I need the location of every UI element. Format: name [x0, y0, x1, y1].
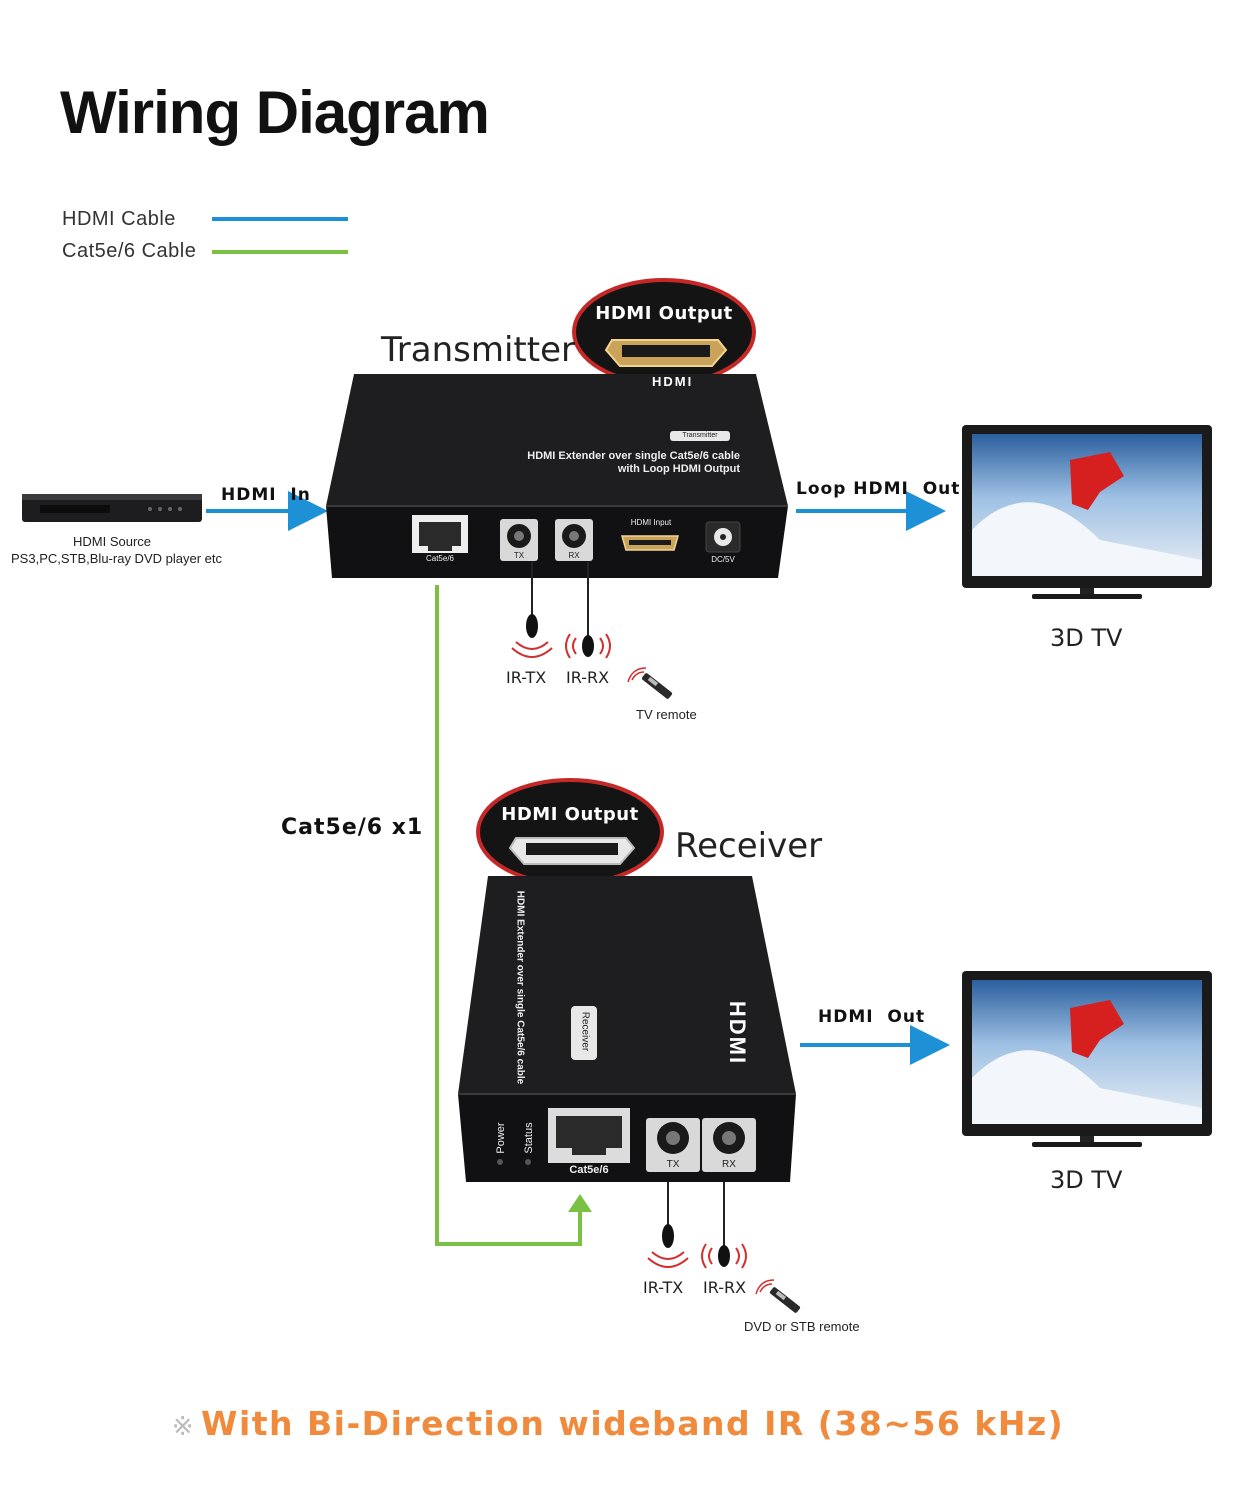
- receiver-port-power: Power: [495, 1122, 507, 1154]
- page-title: Wiring Diagram: [60, 79, 490, 146]
- cat-cable-line: [435, 585, 582, 1246]
- receiver-port-cat: Cat5e/6: [569, 1164, 609, 1176]
- receiver-badge: Receiver: [579, 1011, 591, 1052]
- tv-bottom-icon: [962, 971, 1212, 1147]
- source-label-1: HDMI Source: [72, 534, 152, 549]
- rx-ir-tx-emitter: [662, 1224, 674, 1248]
- receiver-bubble-label-wrap: HDMI Output: [478, 804, 662, 825]
- legend-hdmi-label: HDMI Cable: [62, 208, 176, 230]
- tv-remote-label: TV remote: [636, 707, 697, 722]
- receiver-label: Receiver: [675, 826, 823, 866]
- receiver-ir-rx-label: IR-RX: [703, 1278, 747, 1297]
- transmitter-port-hdmi-input: HDMI Input: [630, 518, 672, 527]
- loop-hdmi-out-label: Loop HDMI Out: [796, 479, 961, 499]
- transmitter-ir-tx-label: IR-TX: [506, 668, 547, 687]
- hdmi-source-device: [22, 494, 202, 522]
- receiver-port-status: Status: [523, 1122, 535, 1154]
- transmitter-hdmi-logo: HDMI: [652, 374, 694, 389]
- transmitter-port-dc: DC/5V: [711, 555, 735, 564]
- legend-cat-line: [212, 250, 348, 254]
- dvd-remote-label: DVD or STB remote: [744, 1319, 860, 1334]
- transmitter-badge: Transmitter: [682, 432, 718, 439]
- receiver-box: [458, 876, 796, 1182]
- footer-note: ※With Bi-Direction wideband IR (38~56 kH…: [0, 1404, 1236, 1443]
- transmitter-description-1: HDMI Extender over single Cat5e/6 cable: [527, 450, 740, 462]
- transmitter-port-rx: RX: [568, 551, 580, 560]
- tv-top-icon: [962, 425, 1212, 599]
- footer-text: With Bi-Direction wideband IR (38~56 kHz…: [201, 1404, 1065, 1443]
- transmitter-ir-rx-label: IR-RX: [566, 668, 610, 687]
- transmitter-port-cat: Cat5e/6: [425, 554, 455, 563]
- transmitter-description-2: with Loop HDMI Output: [617, 463, 740, 475]
- transmitter-box: [326, 374, 788, 578]
- tv-bottom-label: 3D TV: [1050, 1166, 1123, 1194]
- tv-top-label: 3D TV: [1050, 624, 1123, 652]
- receiver-hdmi-logo: HDMI: [725, 1000, 750, 1066]
- rx-ir-rx-receiver: [718, 1245, 730, 1267]
- cat-cable-label: Cat5e/6 x1: [281, 815, 424, 840]
- legend-cat-label: Cat5e/6 Cable: [62, 240, 197, 262]
- receiver-ir-tx-label: IR-TX: [643, 1278, 684, 1297]
- receiver-port-rx: RX: [722, 1159, 736, 1170]
- dvd-remote-icon: [755, 1279, 801, 1313]
- tx-ir-rx-receiver: [582, 635, 594, 657]
- source-label-2: PS3,PC,STB,Blu-ray DVD player etc: [11, 551, 222, 566]
- legend-hdmi-line: [212, 217, 348, 221]
- transmitter-bubble-label-wrap: HDMI Output: [574, 303, 754, 324]
- cat-cable-arrowhead: [568, 1194, 592, 1212]
- receiver-port-tx: TX: [666, 1159, 680, 1170]
- hdmi-out-label: HDMI Out: [818, 1007, 926, 1027]
- tx-ir-tx-emitter: [526, 614, 538, 638]
- hdmi-in-label: HDMI In: [221, 485, 311, 505]
- receiver-hdmi-output-bubble: [476, 778, 664, 886]
- tv-remote-icon: [627, 667, 673, 699]
- receiver-description: HDMI Extender over single Cat5e/6 cable: [514, 890, 526, 1085]
- footer-mark: ※: [171, 1412, 196, 1442]
- transmitter-port-tx: TX: [513, 551, 525, 560]
- transmitter-bubble-label: HDMI Output: [595, 303, 733, 324]
- transmitter-label: Transmitter: [381, 330, 575, 370]
- receiver-bubble-label: HDMI Output: [501, 804, 639, 825]
- transmitter-hdmi-output-bubble: [572, 278, 756, 386]
